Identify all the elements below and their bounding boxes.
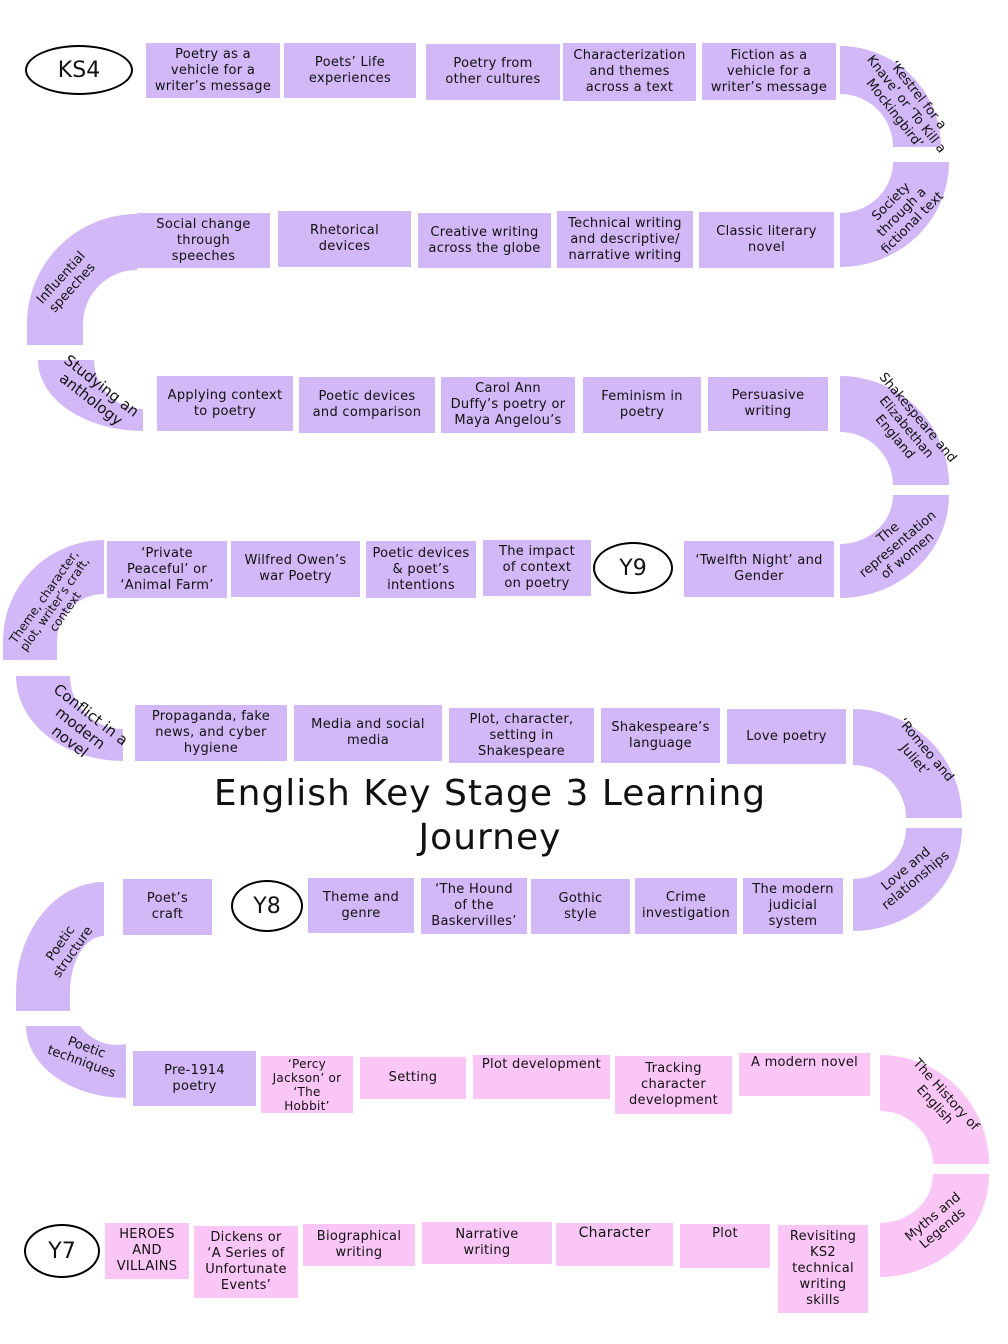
topic-box: Social change through speeches <box>137 213 270 268</box>
page-title: English Key Stage 3 Learning Journey <box>213 773 767 858</box>
curve-women <box>840 495 949 598</box>
topic-box: Feminism in poetry <box>583 377 701 433</box>
topic-box: Tracking character development <box>615 1056 732 1114</box>
topic-box: The impact of context on poetry <box>483 540 591 596</box>
topic-box: Creative writing across the globe <box>418 213 551 268</box>
topic-box: Poets’ Life experiences <box>284 43 416 98</box>
topic-box: Dickens or ‘A Series of Unfortunate Even… <box>194 1226 298 1298</box>
topic-box: ‘Private Peaceful’ or ‘Animal Farm’ <box>107 541 227 598</box>
topic-box: Characterization and themes across a tex… <box>563 43 696 101</box>
topic-box: Plot, character, setting in Shakespeare <box>449 708 594 763</box>
curve-romeo <box>853 709 962 818</box>
topic-box: Pre-1914 poetry <box>133 1051 256 1106</box>
topic-box: Propaganda, fake news, and cyber hygiene <box>135 705 287 761</box>
curve-kestrel <box>840 46 941 147</box>
topic-box: Persuasive writing <box>708 377 828 431</box>
curve-history <box>880 1055 989 1164</box>
topic-box: Rhetorical devices <box>278 211 411 267</box>
topic-box: Crime investigation <box>635 878 737 934</box>
topic-box: A modern novel <box>739 1053 870 1096</box>
topic-box: Poetry as a vehicle for a writer’s messa… <box>146 43 280 98</box>
curve-speeches <box>27 214 137 345</box>
stage-y7-oval: Y7 <box>24 1224 100 1278</box>
topic-box: Poet’s craft <box>123 879 212 935</box>
topic-box: Poetic devices and comparison <box>299 377 435 433</box>
topic-box: Plot development <box>473 1055 610 1099</box>
topic-box: Classic literary novel <box>699 212 834 268</box>
topic-box: Fiction as a vehicle for a writer’s mess… <box>702 43 836 100</box>
curve-anthology <box>38 360 143 431</box>
topic-box: Carol Ann Duffy’s poetry or Maya Angelou… <box>441 377 575 433</box>
topic-box: Biographical writing <box>303 1224 415 1266</box>
curve-techniques <box>26 1026 126 1098</box>
curve-structure <box>16 882 104 1011</box>
topic-box: Applying context to poetry <box>157 376 293 431</box>
topic-box: Revisiting KS2 technical writing skills <box>778 1225 868 1313</box>
topic-box: Poetic devices & poet’s intentions <box>366 541 476 598</box>
topic-box: Shakespeare’s language <box>601 708 720 763</box>
curve-love <box>853 828 962 931</box>
curve-shakespeare <box>840 376 949 485</box>
topic-box: Media and social media <box>294 705 442 761</box>
topic-box: Plot <box>680 1224 770 1268</box>
stage-y8-oval: Y8 <box>231 880 303 932</box>
stage-ks4-oval: KS4 <box>25 45 133 95</box>
topic-box: Narrative writing <box>422 1222 552 1264</box>
topic-box: Character <box>556 1223 673 1266</box>
topic-box: Poetry from other cultures <box>426 44 560 100</box>
curve-society <box>840 162 949 267</box>
curve-myths <box>880 1174 989 1277</box>
topic-box: Technical writing and descriptive/ narra… <box>557 211 693 268</box>
topic-box: The modern judicial system <box>743 878 843 934</box>
topic-box: ‘Percy Jackson’ or ‘The Hobbit’ <box>261 1056 353 1113</box>
topic-box: HEROES AND VILLAINS <box>105 1223 189 1279</box>
curve-theme <box>3 540 104 660</box>
topic-box: Love poetry <box>727 709 846 764</box>
topic-box: Wilfred Owen’s war Poetry <box>231 541 360 597</box>
topic-box: Theme and genre <box>308 878 414 933</box>
topic-box: Gothic style <box>531 879 630 934</box>
curve-conflict <box>16 676 123 761</box>
topic-box: ‘Twelfth Night’ and Gender <box>684 541 834 597</box>
topic-box: ‘The Hound of the Baskervilles’ <box>421 878 527 934</box>
stage-y9-oval: Y9 <box>593 542 673 594</box>
topic-box: Setting <box>360 1057 466 1099</box>
